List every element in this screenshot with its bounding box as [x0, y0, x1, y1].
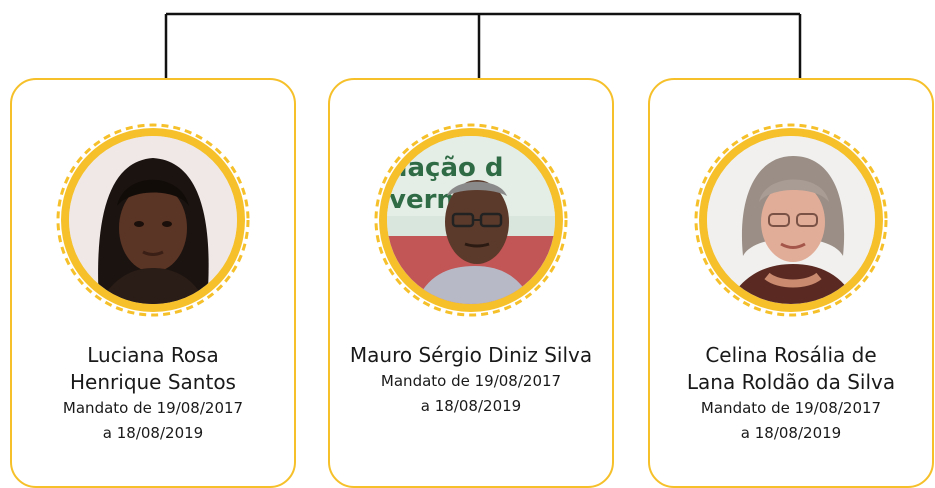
member-photo: [707, 136, 875, 304]
member-name-line-2: Lana Roldão da Silva: [686, 370, 896, 394]
member-info: Celina Rosália de Lana Roldão da Silva M…: [650, 342, 932, 446]
photo-ring-decoration: [56, 123, 250, 317]
member-info: Mauro Sérgio Diniz Silva Mandato de 19/0…: [330, 342, 612, 419]
photo-ring-decoration: [694, 123, 888, 317]
member-name-line-1: Luciana Rosa: [87, 343, 219, 367]
member-name-line-1: Mauro Sérgio Diniz Silva: [349, 343, 593, 367]
member-term-line-2: a 18/08/2019: [102, 424, 204, 442]
member-name-line-1: Celina Rosália de: [705, 343, 877, 367]
photo-ring-decoration: [374, 123, 568, 317]
member-card-2: uação d vernc Mauro Sérgio Diniz Silva M…: [328, 78, 614, 488]
member-info: Luciana Rosa Henrique Santos Mandato de …: [12, 342, 294, 446]
member-term-line-2: a 18/08/2019: [420, 397, 522, 415]
member-term-line-2: a 18/08/2019: [740, 424, 842, 442]
member-term-line-1: Mandato de 19/08/2017: [700, 399, 882, 417]
member-card-1: Luciana Rosa Henrique Santos Mandato de …: [10, 78, 296, 488]
member-photo: [69, 136, 237, 304]
member-name-line-2: Henrique Santos: [70, 370, 236, 394]
member-photo: uação d vernc: [387, 136, 555, 304]
member-term-line-1: Mandato de 19/08/2017: [62, 399, 244, 417]
member-card-3: Celina Rosália de Lana Roldão da Silva M…: [648, 78, 934, 488]
member-term-line-1: Mandato de 19/08/2017: [380, 372, 562, 390]
